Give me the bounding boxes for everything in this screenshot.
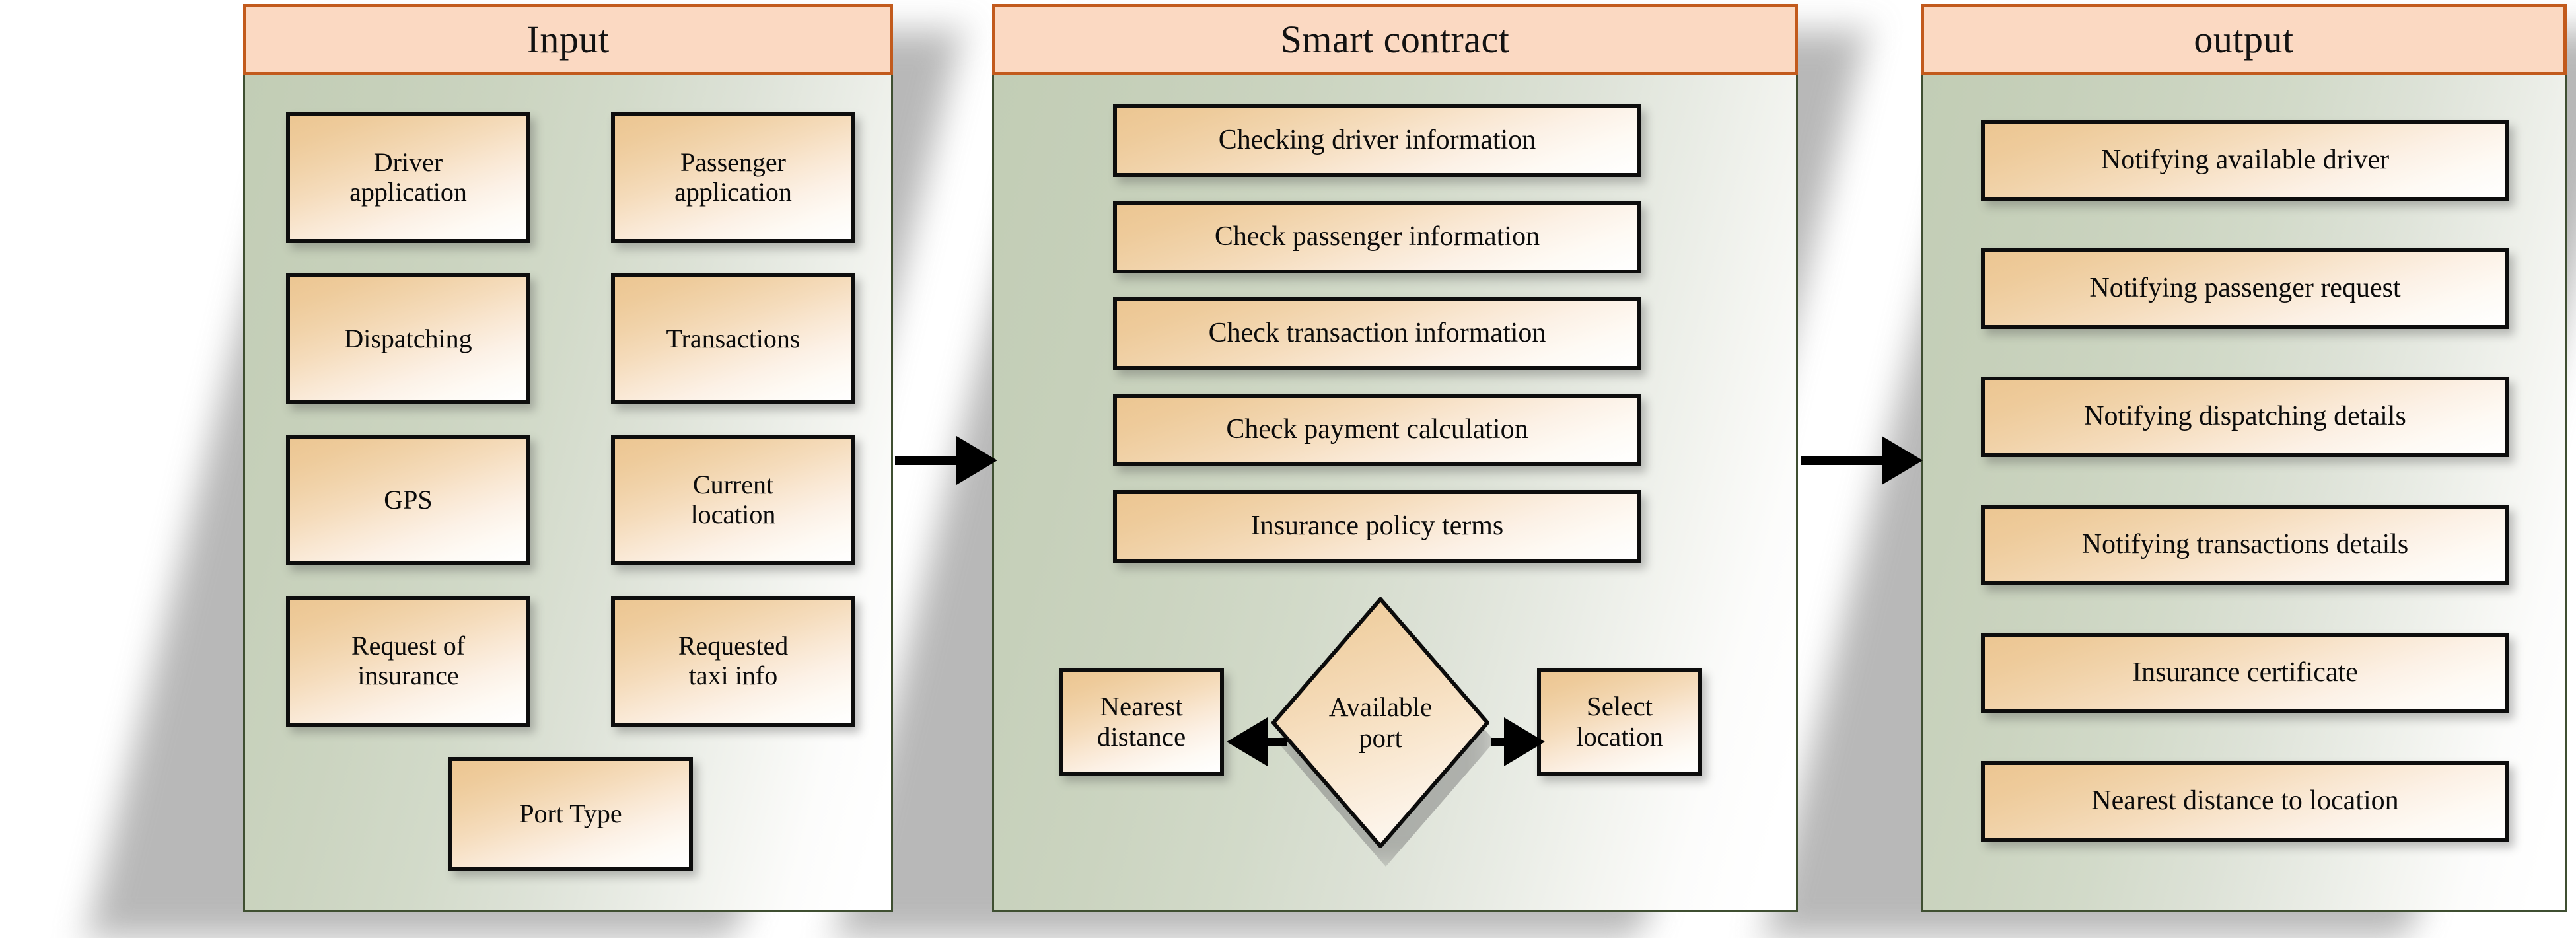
node-port-type[interactable]: Port Type	[448, 757, 693, 871]
panel-smart-contract-title: Smart contract	[1280, 18, 1510, 61]
panel-output-header: output	[1921, 4, 2567, 75]
node-notifying-dispatching-details[interactable]: Notifying dispatching details	[1981, 377, 2509, 457]
arrow-decision-to-nearest-distance	[1227, 717, 1287, 766]
node-notifying-transactions-details[interactable]: Notifying transactions details	[1981, 505, 2509, 585]
arrow-head-icon	[1227, 717, 1268, 766]
node-notifying-available-driver[interactable]: Notifying available driver	[1981, 120, 2509, 201]
arrow-shaft	[1801, 456, 1883, 465]
arrow-head-icon	[1504, 717, 1545, 766]
panel-input-body: Driver application Passenger application…	[243, 75, 893, 912]
panel-smart-contract-header: Smart contract	[992, 4, 1798, 75]
node-driver-application[interactable]: Driver application	[286, 112, 530, 243]
node-notifying-passenger-request[interactable]: Notifying passenger request	[1981, 248, 2509, 329]
node-select-location[interactable]: Select location	[1537, 668, 1702, 776]
decision-available-port[interactable]: Available port	[1271, 597, 1495, 867]
panel-input-title: Input	[526, 18, 610, 61]
node-insurance-policy-terms[interactable]: Insurance policy terms	[1113, 490, 1641, 563]
node-passenger-application[interactable]: Passenger application	[611, 112, 855, 243]
arrow-shaft	[1266, 737, 1287, 746]
arrow-smart-contract-to-output	[1801, 436, 1923, 485]
node-gps[interactable]: GPS	[286, 435, 530, 565]
node-nearest-distance-to-location[interactable]: Nearest distance to location	[1981, 761, 2509, 842]
arrow-decision-to-select-location	[1491, 717, 1545, 766]
node-dispatching[interactable]: Dispatching	[286, 273, 530, 404]
node-transactions[interactable]: Transactions	[611, 273, 855, 404]
arrow-head-icon	[956, 436, 997, 485]
arrow-head-icon	[1882, 436, 1923, 485]
node-requested-taxi-info[interactable]: Requested taxi info	[611, 596, 855, 727]
decision-label: Available port	[1328, 691, 1433, 753]
arrow-shaft	[1491, 737, 1505, 746]
node-insurance-certificate[interactable]: Insurance certificate	[1981, 633, 2509, 713]
node-request-of-insurance[interactable]: Request of insurance	[286, 596, 530, 727]
panel-output: output Notifying available driver Notify…	[1764, 4, 2576, 938]
arrow-input-to-smart-contract	[895, 436, 997, 485]
panel-output-body: Notifying available driver Notifying pas…	[1921, 75, 2567, 912]
arrow-shaft	[895, 456, 958, 465]
panel-input-header: Input	[243, 4, 893, 75]
node-check-transaction-information[interactable]: Check transaction information	[1113, 297, 1641, 370]
panel-smart-contract: Smart contract Checking driver informati…	[835, 4, 1868, 938]
node-check-passenger-information[interactable]: Check passenger information	[1113, 201, 1641, 273]
node-check-payment-calculation[interactable]: Check payment calculation	[1113, 394, 1641, 466]
panel-output-title: output	[2194, 18, 2294, 61]
panel-input: Input Driver application Passenger appli…	[86, 4, 963, 938]
node-checking-driver-information[interactable]: Checking driver information	[1113, 104, 1641, 177]
panel-smart-contract-body: Checking driver information Check passen…	[992, 75, 1798, 912]
node-current-location[interactable]: Current location	[611, 435, 855, 565]
node-nearest-distance[interactable]: Nearest distance	[1059, 668, 1224, 776]
